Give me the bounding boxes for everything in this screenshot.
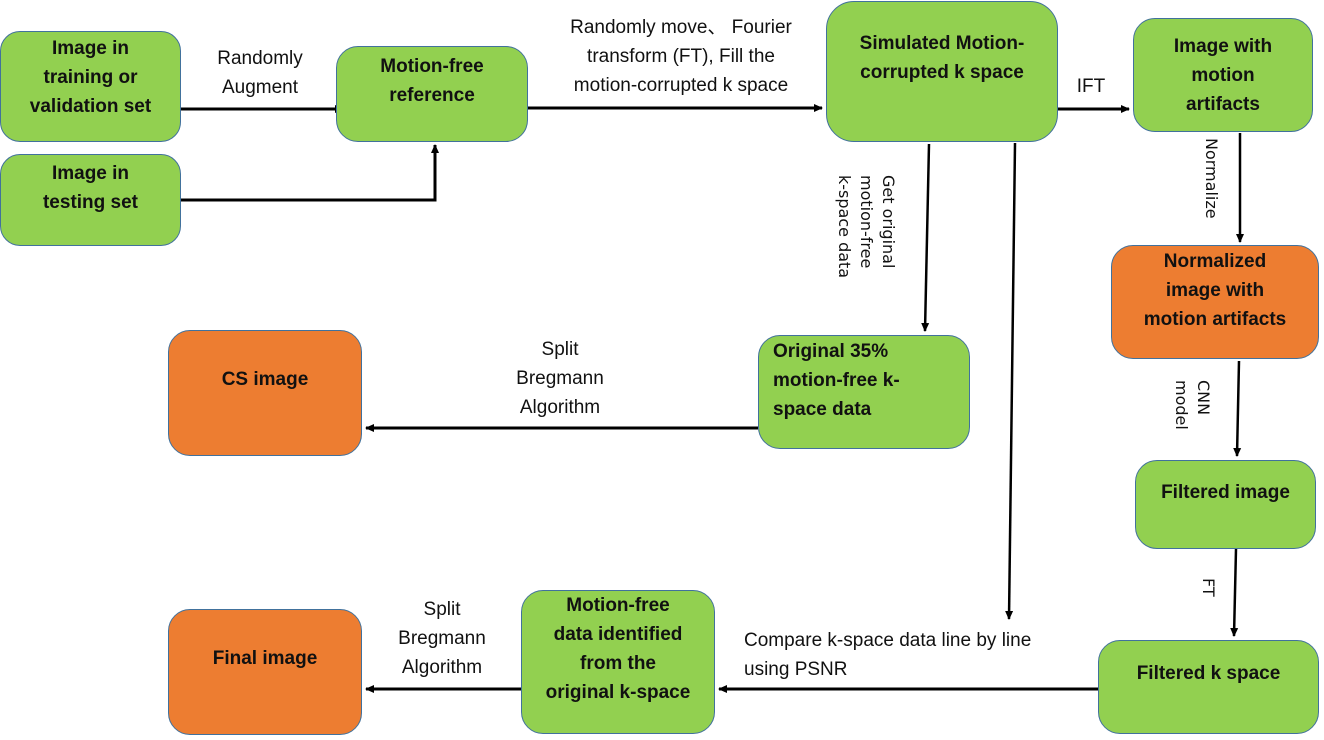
label-ft: FT bbox=[1197, 578, 1219, 608]
node-text: motion artifacts bbox=[1143, 309, 1287, 330]
label-text: motion-free bbox=[857, 175, 876, 269]
node-text: data identified bbox=[553, 624, 683, 645]
node-text: CS image bbox=[221, 369, 309, 390]
node-text: Simulated Motion- bbox=[859, 33, 1025, 54]
node-text: Final image bbox=[212, 648, 318, 669]
node-text: Motion-free bbox=[380, 56, 484, 77]
node-train-val-image: Image in training or validation set bbox=[0, 31, 181, 142]
label-text: transform (FT), Fill the bbox=[587, 46, 775, 67]
node-text: space data bbox=[773, 399, 872, 420]
node-text: Normalized bbox=[1163, 251, 1267, 272]
arrow-simulated-to-original35 bbox=[921, 143, 931, 332]
node-simulated-k-space: Simulated Motion- corrupted k space bbox=[826, 1, 1058, 142]
node-filtered-image: Filtered image bbox=[1135, 460, 1316, 549]
label-cnn-model: CNN model bbox=[1170, 380, 1214, 450]
label-randomly-augment: Randomly Augment bbox=[200, 44, 320, 102]
label-text: FT bbox=[1199, 578, 1218, 597]
node-testing-image: Image in testing set bbox=[0, 154, 181, 246]
node-text: Motion-free bbox=[566, 595, 670, 616]
label-text: Randomly move、 Fourier bbox=[570, 17, 792, 38]
label-text: k-space data bbox=[835, 175, 854, 279]
node-text: training or bbox=[43, 67, 138, 88]
node-text: Image in bbox=[51, 38, 130, 59]
node-text: Image in bbox=[51, 163, 130, 184]
label-text: CNN bbox=[1194, 380, 1213, 416]
label-compare-psnr: Compare k-space data line by line using … bbox=[744, 626, 1031, 684]
node-text: reference bbox=[389, 85, 475, 106]
node-text: Image with bbox=[1173, 36, 1273, 57]
label-text: Bregmann bbox=[398, 628, 486, 649]
arrow-simulated-to-compare bbox=[1005, 142, 1017, 620]
node-text: Original 35% bbox=[773, 341, 889, 362]
node-text: validation set bbox=[29, 96, 152, 117]
label-text: using PSNR bbox=[744, 659, 848, 680]
label-get-original: Get original motion-free k-space data bbox=[833, 175, 899, 305]
label-split-bregmann-cs: Split Bregmann Algorithm bbox=[500, 335, 620, 422]
node-text: Filtered image bbox=[1161, 482, 1290, 503]
label-text: Randomly bbox=[217, 48, 303, 69]
arrow-testing-to-reference bbox=[181, 144, 439, 202]
label-text: Split bbox=[423, 599, 461, 620]
arrow-normalized-to-filtered-image bbox=[1233, 360, 1242, 457]
node-text: from the bbox=[580, 653, 656, 674]
label-split-bregmann-final: Split Bregmann Algorithm bbox=[382, 595, 502, 682]
label-normalize: Normalize bbox=[1200, 138, 1222, 238]
label-text: Compare k-space data line by line bbox=[744, 630, 1032, 651]
label-ift: IFT bbox=[1072, 72, 1110, 101]
node-cs-image: CS image bbox=[168, 330, 362, 456]
node-original-35-k-space: Original 35% motion-free k- space data bbox=[758, 335, 970, 449]
node-image-with-artifacts: Image with motion artifacts bbox=[1133, 18, 1313, 132]
node-text: artifacts bbox=[1186, 94, 1260, 115]
node-motion-free-data-identified: Motion-free data identified from the ori… bbox=[521, 590, 715, 734]
label-text: model bbox=[1172, 380, 1191, 430]
label-text: Augment bbox=[221, 77, 299, 98]
label-text: Bregmann bbox=[516, 368, 604, 389]
label-text: IFT bbox=[1076, 76, 1106, 97]
label-text: Normalize bbox=[1202, 138, 1221, 219]
node-text: testing set bbox=[42, 192, 139, 213]
node-text: corrupted k space bbox=[860, 62, 1024, 83]
node-text: motion-free k- bbox=[773, 370, 900, 391]
label-text: motion-corrupted k space bbox=[573, 75, 789, 96]
node-normalized-image: Normalized image with motion artifacts bbox=[1111, 245, 1319, 359]
node-filtered-k-space: Filtered k space bbox=[1098, 640, 1319, 734]
node-text: image with bbox=[1165, 280, 1265, 301]
node-text: Filtered k space bbox=[1136, 663, 1281, 684]
label-text: Algorithm bbox=[401, 657, 483, 678]
label-text: Get original bbox=[879, 175, 898, 269]
label-text: Split bbox=[541, 339, 579, 360]
node-text: original k-space bbox=[545, 682, 691, 703]
node-final-image: Final image bbox=[168, 609, 362, 735]
node-motion-free-reference: Motion-free reference bbox=[336, 46, 528, 142]
arrow-filtered-image-to-filtered-k bbox=[1230, 548, 1239, 637]
label-text: Algorithm bbox=[519, 397, 601, 418]
node-text: motion bbox=[1191, 65, 1255, 86]
label-randomly-move-ft: Randomly move、 Fourier transform (FT), F… bbox=[548, 13, 814, 100]
